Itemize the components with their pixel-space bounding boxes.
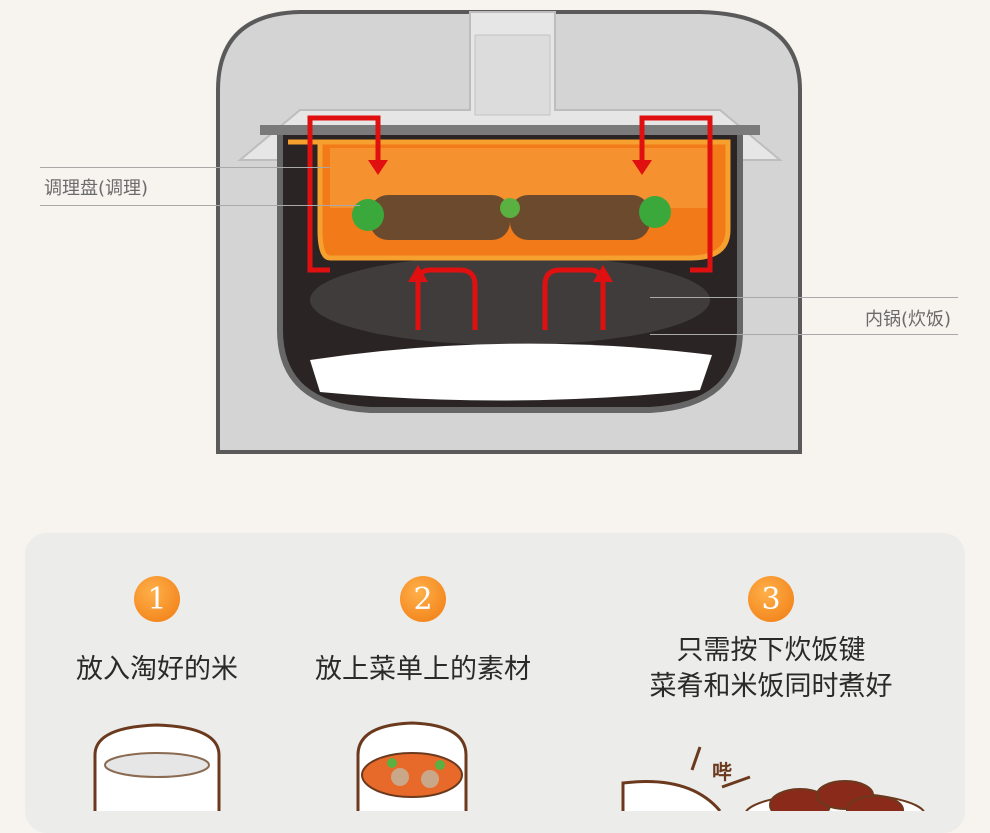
label-tray: 调理盘(调理) <box>44 178 149 199</box>
step-illustrations <box>93 721 925 811</box>
step-number-3: 3 <box>748 576 794 622</box>
step-number-1: 1 <box>134 576 180 622</box>
step-text-1: 放入淘好的米 <box>76 654 238 685</box>
broccoli <box>352 199 384 231</box>
broccoli <box>639 196 671 228</box>
rice-pot-illustration <box>93 723 221 811</box>
label-line <box>650 297 958 298</box>
finished-dish-illustration <box>621 746 925 811</box>
label-line <box>650 334 958 335</box>
label-line <box>40 167 330 168</box>
step-text-3a: 只需按下炊饭键 <box>676 635 866 666</box>
rice <box>310 343 712 401</box>
tray-pot-illustration <box>356 721 468 811</box>
label-line <box>40 205 360 206</box>
meat-roll <box>510 195 650 240</box>
step-number-2: 2 <box>400 576 446 622</box>
step-text-2: 放上菜单上的素材 <box>315 654 531 685</box>
step-text-3b: 菜肴和米饭同时煮好 <box>649 671 893 702</box>
label-pot: 内锅(炊饭) <box>865 309 952 330</box>
rice-cooker-diagram <box>216 10 802 454</box>
meat-roll <box>370 195 510 240</box>
beep-sound-text: 哔 <box>712 760 732 784</box>
